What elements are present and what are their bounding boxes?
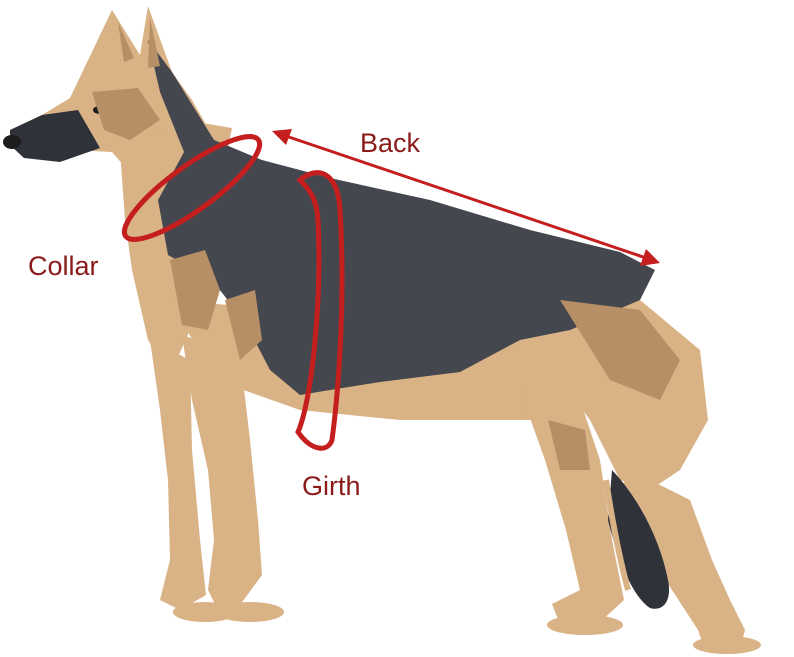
back-label: Back [360, 128, 421, 158]
measurement-markers [121, 132, 654, 451]
collar-measure-loop [121, 134, 263, 242]
elbow-shade [225, 290, 262, 360]
tail-fringe [603, 479, 631, 591]
hock-shade [548, 420, 590, 470]
ear-inner-right [148, 18, 160, 68]
nose [3, 135, 21, 149]
collar-label: Collar [28, 251, 99, 281]
back-arrow-start-icon [272, 129, 292, 145]
back-measure-line [278, 132, 654, 262]
shoulder-shade [170, 250, 220, 330]
thigh-shade [560, 300, 680, 400]
cheek-shade [92, 88, 160, 140]
dark-saddle-coat [148, 40, 655, 395]
girth-label: Girth [302, 471, 361, 501]
girth-measure-loop [295, 170, 345, 451]
tail [608, 470, 670, 609]
muzzle [10, 110, 100, 162]
ear-inner-left [118, 22, 134, 62]
back-arrow-end-icon [640, 249, 660, 266]
